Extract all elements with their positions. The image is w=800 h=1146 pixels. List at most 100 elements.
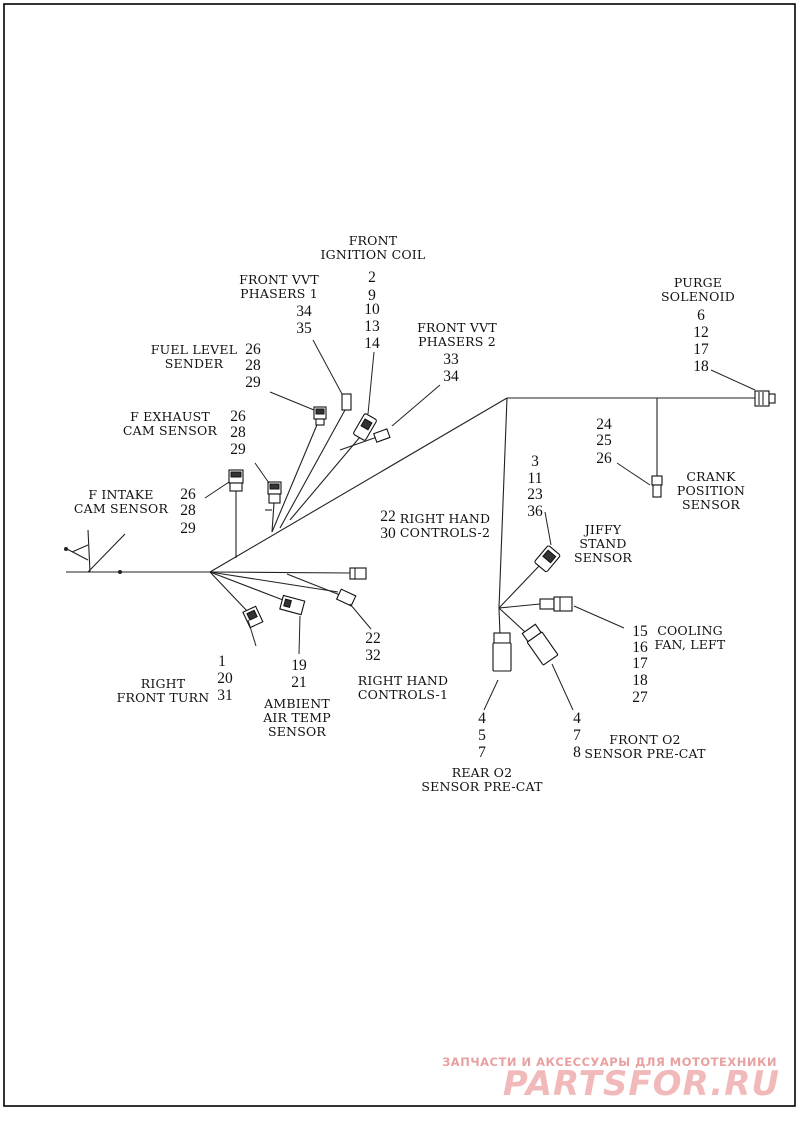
fuel-level-sender-connector [313,406,327,426]
svg-text:7: 7 [573,727,581,744]
svg-text:22: 22 [380,508,396,525]
svg-text:21: 21 [291,674,307,691]
label-right-hand-controls-2: RIGHT HAND CONTROLS-2 22 30 [380,508,490,542]
connectors [228,390,776,672]
label-front-ignition-coil: FRONT IGNITION COIL 2 9 10 13 14 [321,233,426,352]
svg-text:26: 26 [596,450,612,467]
svg-text:24: 24 [596,416,612,433]
svg-text:SENSOR: SENSOR [268,724,326,739]
svg-text:SENDER: SENDER [165,356,224,371]
svg-text:29: 29 [245,374,261,391]
svg-text:28: 28 [180,502,196,519]
ambient-air-temp-connector [279,594,306,616]
svg-text:F EXHAUST: F EXHAUST [130,409,210,424]
svg-text:9: 9 [368,287,376,304]
svg-text:18: 18 [693,358,709,375]
svg-text:FAN, LEFT: FAN, LEFT [655,637,726,652]
svg-text:REAR O2: REAR O2 [452,765,513,780]
svg-text:34: 34 [296,303,312,320]
svg-text:RIGHT: RIGHT [141,676,186,691]
svg-text:17: 17 [632,655,648,672]
watermark-tagline: ЗАПЧАСТИ И АКСЕССУАРЫ ДЛЯ МОТОТЕХНИКИ [442,1055,777,1069]
svg-text:19: 19 [291,657,307,674]
svg-text:14: 14 [364,335,380,352]
cooling-fan-left-connector [539,596,573,612]
label-cooling-fan-left: COOLING FAN, LEFT 15 16 17 18 27 [632,623,726,706]
svg-text:26: 26 [230,408,246,425]
right-hand-controls-1-connector [335,588,357,607]
label-jiffy-stand-sensor: JIFFY STAND SENSOR 3 11 23 36 [527,453,632,565]
svg-text:29: 29 [180,520,196,537]
svg-text:4: 4 [573,710,581,727]
svg-text:36: 36 [527,503,543,520]
svg-text:PHASERS 1: PHASERS 1 [240,286,318,301]
svg-text:27: 27 [632,689,648,706]
svg-text:CONTROLS-2: CONTROLS-2 [400,525,490,540]
svg-text:JIFFY: JIFFY [583,522,622,537]
purge-solenoid-connector [754,390,776,407]
front-ignition-coil-connector [353,413,377,441]
svg-text:16: 16 [632,639,648,656]
svg-text:34: 34 [443,368,459,385]
svg-text:35: 35 [296,320,312,337]
label-front-vvt-phasers-2: FRONT VVT PHASERS 2 33 34 [417,320,497,385]
svg-text:FRONT VVT: FRONT VVT [239,272,319,287]
svg-text:CAM SENSOR: CAM SENSOR [123,423,218,438]
label-fuel-level-sender: FUEL LEVEL SENDER 26 28 29 [151,341,261,391]
svg-text:11: 11 [528,470,543,487]
svg-text:3: 3 [531,453,539,470]
svg-text:26: 26 [245,341,261,358]
svg-text:SENSOR: SENSOR [574,550,632,565]
svg-text:PHASERS 2: PHASERS 2 [418,334,496,349]
svg-text:FRONT: FRONT [349,233,398,248]
harness-wires [64,397,755,636]
svg-text:20: 20 [217,670,233,687]
label-front-o2-sensor-pre-cat: FRONT O2 SENSOR PRE-CAT 4 7 8 [573,710,706,761]
svg-text:29: 29 [230,441,246,458]
svg-text:28: 28 [245,357,261,374]
svg-text:SENSOR PRE-CAT: SENSOR PRE-CAT [421,779,543,794]
rear-o2-connector [492,632,512,672]
svg-text:28: 28 [230,424,246,441]
svg-text:6: 6 [697,307,705,324]
label-right-hand-controls-1: RIGHT HAND CONTROLS-1 22 32 [358,630,448,702]
svg-text:13: 13 [364,318,380,335]
label-ambient-air-temp-sensor: AMBIENT AIR TEMP SENSOR 19 21 [262,657,331,739]
svg-text:22: 22 [365,630,381,647]
label-crank-position-sensor: CRANK POSITION SENSOR 24 25 26 [596,416,745,512]
svg-text:25: 25 [596,432,612,449]
svg-text:32: 32 [365,647,381,664]
label-right-front-turn: RIGHT FRONT TURN 1 20 31 [117,653,233,705]
front-vvt-phasers-1-connector [341,393,352,411]
label-f-exhaust-cam-sensor: F EXHAUST CAM SENSOR 26 28 29 [123,408,246,458]
svg-text:12: 12 [693,324,709,341]
svg-text:FRONT TURN: FRONT TURN [117,690,210,705]
svg-text:F INTAKE: F INTAKE [88,487,153,502]
svg-text:7: 7 [478,744,486,761]
svg-text:STAND: STAND [579,536,626,551]
page-border [3,3,796,1107]
svg-text:17: 17 [693,341,709,358]
svg-text:18: 18 [632,672,648,689]
svg-text:15: 15 [632,623,648,640]
svg-text:SENSOR PRE-CAT: SENSOR PRE-CAT [584,746,706,761]
label-rear-o2-sensor-pre-cat: REAR O2 SENSOR PRE-CAT 4 5 7 [421,710,543,794]
svg-text:23: 23 [527,486,543,503]
svg-text:COOLING: COOLING [657,623,723,638]
svg-text:SOLENOID: SOLENOID [661,289,735,304]
svg-text:SENSOR: SENSOR [682,497,740,512]
svg-text:PURGE: PURGE [674,275,722,290]
right-front-turn-connector [242,605,264,629]
svg-text:10: 10 [364,301,380,318]
right-hand-controls-2-connector [349,567,367,580]
svg-text:AIR TEMP: AIR TEMP [262,710,331,725]
jiffy-stand-connector [534,545,561,573]
svg-text:CONTROLS-1: CONTROLS-1 [358,687,448,702]
label-purge-solenoid: PURGE SOLENOID 6 12 17 18 [661,275,735,375]
svg-text:33: 33 [443,351,459,368]
svg-text:RIGHT HAND: RIGHT HAND [358,673,448,688]
crank-position-connector [651,475,663,498]
svg-text:2: 2 [368,269,376,286]
svg-text:31: 31 [217,687,233,704]
